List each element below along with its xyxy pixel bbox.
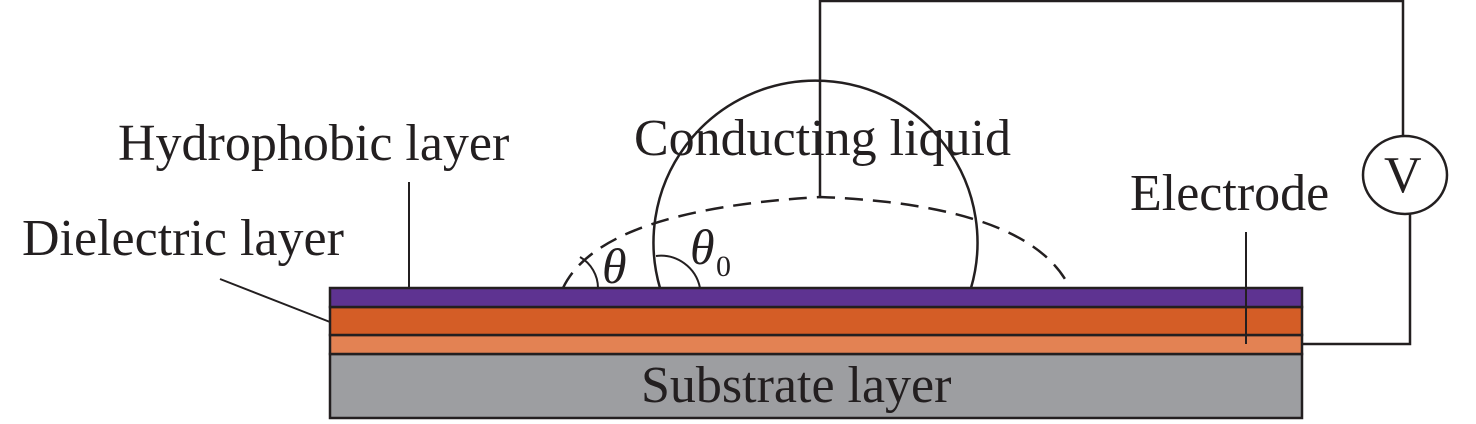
- voltage-symbol: V: [1384, 147, 1422, 204]
- theta-arc: [579, 256, 599, 289]
- liquid-label: Conducting liquid: [634, 110, 1011, 167]
- theta0-subscript: 0: [716, 250, 731, 283]
- electrode-layer: [328, 333, 1304, 356]
- substrate-layer: [328, 352, 1304, 420]
- dielectric-label: Dielectric layer: [22, 210, 344, 267]
- electrode-label: Electrode: [1130, 165, 1329, 222]
- theta-symbol: θ: [602, 238, 627, 294]
- droplet-outline: [652, 79, 979, 289]
- dielectric-leader: [219, 278, 331, 323]
- hydrophobic-label: Hydrophobic layer: [118, 115, 509, 172]
- theta0-symbol: θ: [690, 219, 715, 275]
- spread-droplet-outline: [561, 195, 1072, 289]
- substrate-label: Substrate layer: [641, 357, 951, 414]
- theta0-arc: [655, 254, 701, 289]
- wire-bottom: [1302, 214, 1412, 346]
- wire-top: [818, 0, 1405, 197]
- hydrophobic-layer: [328, 286, 1304, 309]
- dielectric-layer: [328, 305, 1304, 337]
- voltage-source: [1361, 134, 1449, 216]
